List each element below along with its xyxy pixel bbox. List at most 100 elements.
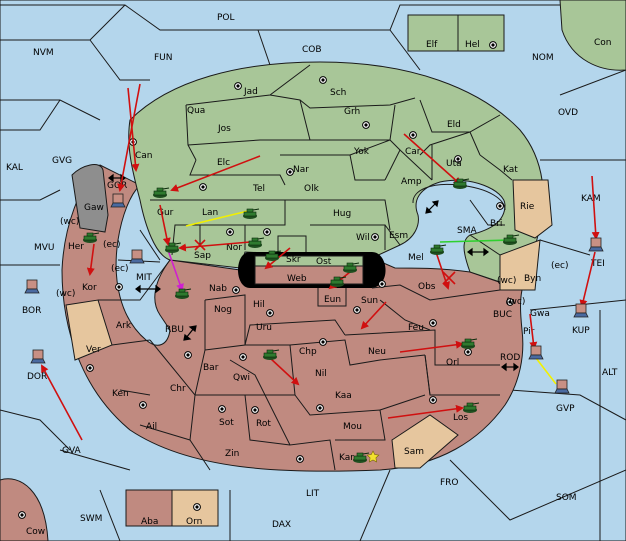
label-Con: Con <box>594 38 612 48</box>
label-Ken: Ken <box>112 389 129 399</box>
territory-Aba[interactable] <box>125 489 173 527</box>
label-BOR: BOR <box>22 306 41 316</box>
label-BUC: BUC <box>493 310 512 320</box>
label-RBU: RBU <box>165 325 184 335</box>
label-Gur: Gur <box>157 208 174 218</box>
label-FRO: FRO <box>440 478 459 488</box>
failed-order-marks <box>194 239 456 285</box>
label-Qwi: Qwi <box>233 373 250 383</box>
label-Nab: Nab <box>209 284 227 294</box>
fleet-unit <box>110 193 126 208</box>
territory-Sam[interactable] <box>391 414 459 469</box>
label-Orn: Orn <box>186 517 202 527</box>
label-SMA: SMA <box>457 226 477 236</box>
label-Web: Web <box>287 274 307 284</box>
label-Nog: Nog <box>214 305 232 315</box>
label-Kor: Kor <box>82 283 97 293</box>
territory-Rie[interactable] <box>512 179 553 239</box>
label-GVG: GVG <box>52 156 72 166</box>
label-Kat: Kat <box>503 165 518 175</box>
label-Feu: Feu <box>408 323 424 333</box>
label-Los: Los <box>453 413 468 423</box>
label-Yok: Yok <box>353 147 370 157</box>
label-Zin: Zin <box>225 449 239 459</box>
label-Ark: Ark <box>116 321 132 331</box>
label-Uru: Uru <box>256 323 272 333</box>
label-Olk: Olk <box>304 184 320 194</box>
label-Bar: Bar <box>203 363 219 373</box>
label-Gwa: Gwa <box>530 309 550 319</box>
label-Byn: Byn <box>524 274 541 284</box>
label-Orl: Orl <box>446 358 459 368</box>
label-Uta: Uta <box>446 159 462 169</box>
label-Nil: Nil <box>315 369 327 379</box>
label-Hil: Hil <box>253 300 265 310</box>
label-Chp: Chp <box>299 347 317 357</box>
territory-Gaw[interactable] <box>71 164 109 233</box>
label-LIT: LIT <box>306 489 320 499</box>
label-KUP: KUP <box>572 326 590 336</box>
label-Kar: Kar <box>339 453 354 463</box>
label-Pir: Pir <box>523 327 535 337</box>
label-KAM: KAM <box>581 194 601 204</box>
fleet-unit <box>554 379 570 394</box>
territory-Byn[interactable] <box>499 239 541 291</box>
label-Wil: Wil <box>356 233 370 243</box>
label-Ost: Ost <box>316 257 332 267</box>
lake-green-strip <box>254 255 364 267</box>
sea-region-borders <box>0 4 626 541</box>
label-Grh: Grh <box>344 107 360 117</box>
label-NOM: NOM <box>532 53 554 63</box>
label-NVM: NVM <box>33 48 54 58</box>
label-KAL: KAL <box>6 163 23 173</box>
label-ROD: ROD <box>500 353 520 363</box>
passage-ROD <box>501 362 519 372</box>
label-Esm: Esm <box>389 231 408 241</box>
label-COB: COB <box>302 45 322 55</box>
label-Sun: Sun <box>361 296 378 306</box>
label-Jad: Jad <box>243 87 258 97</box>
label-MIT: MIT <box>136 273 152 283</box>
label-Cow: Cow <box>26 527 45 537</box>
label-Hel: Hel <box>465 40 480 50</box>
label-Eun: Eun <box>324 295 341 305</box>
move-orders <box>41 83 600 441</box>
label-Hug: Hug <box>333 209 351 219</box>
fleet-unit <box>588 237 604 252</box>
label-TEI: TEI <box>590 259 605 269</box>
star-icon <box>366 450 380 463</box>
label-coast-kor-wc: (wc) <box>56 289 75 299</box>
territory-borders <box>98 64 513 471</box>
label-coast-her-ec: (ec) <box>103 240 121 250</box>
label-Neu: Neu <box>368 347 386 357</box>
label-Mel: Mel <box>408 253 424 263</box>
label-Rot: Rot <box>256 419 271 429</box>
label-Obs: Obs <box>418 282 436 292</box>
fleet-unit <box>129 249 145 264</box>
label-GVA: GVA <box>62 446 82 456</box>
label-Her: Her <box>68 242 84 252</box>
fleet-unit <box>528 345 544 360</box>
passage-RBU <box>183 325 197 341</box>
label-Sch: Sch <box>330 88 346 98</box>
passage-SMA-north <box>425 200 439 214</box>
label-Gaw: Gaw <box>84 203 104 213</box>
label-POL: POL <box>217 13 235 23</box>
label-SWM: SWM <box>80 514 102 524</box>
support-orders <box>167 209 557 385</box>
label-GVP: GVP <box>556 404 575 414</box>
label-Tel: Tel <box>252 184 265 194</box>
label-Nor: Nor <box>226 243 242 253</box>
label-Ail: Ail <box>146 422 157 432</box>
label-Sap: Sap <box>194 251 211 261</box>
label-SOM: SOM <box>556 493 577 503</box>
fleet-unit <box>573 303 589 318</box>
landmass-south <box>61 164 524 472</box>
label-Car: Car <box>405 147 421 157</box>
label-DAX: DAX <box>272 520 291 530</box>
elf-hel-box <box>407 14 505 52</box>
label-MVU: MVU <box>34 243 55 253</box>
label-Jos: Jos <box>217 124 231 134</box>
label-Elf: Elf <box>426 40 438 50</box>
